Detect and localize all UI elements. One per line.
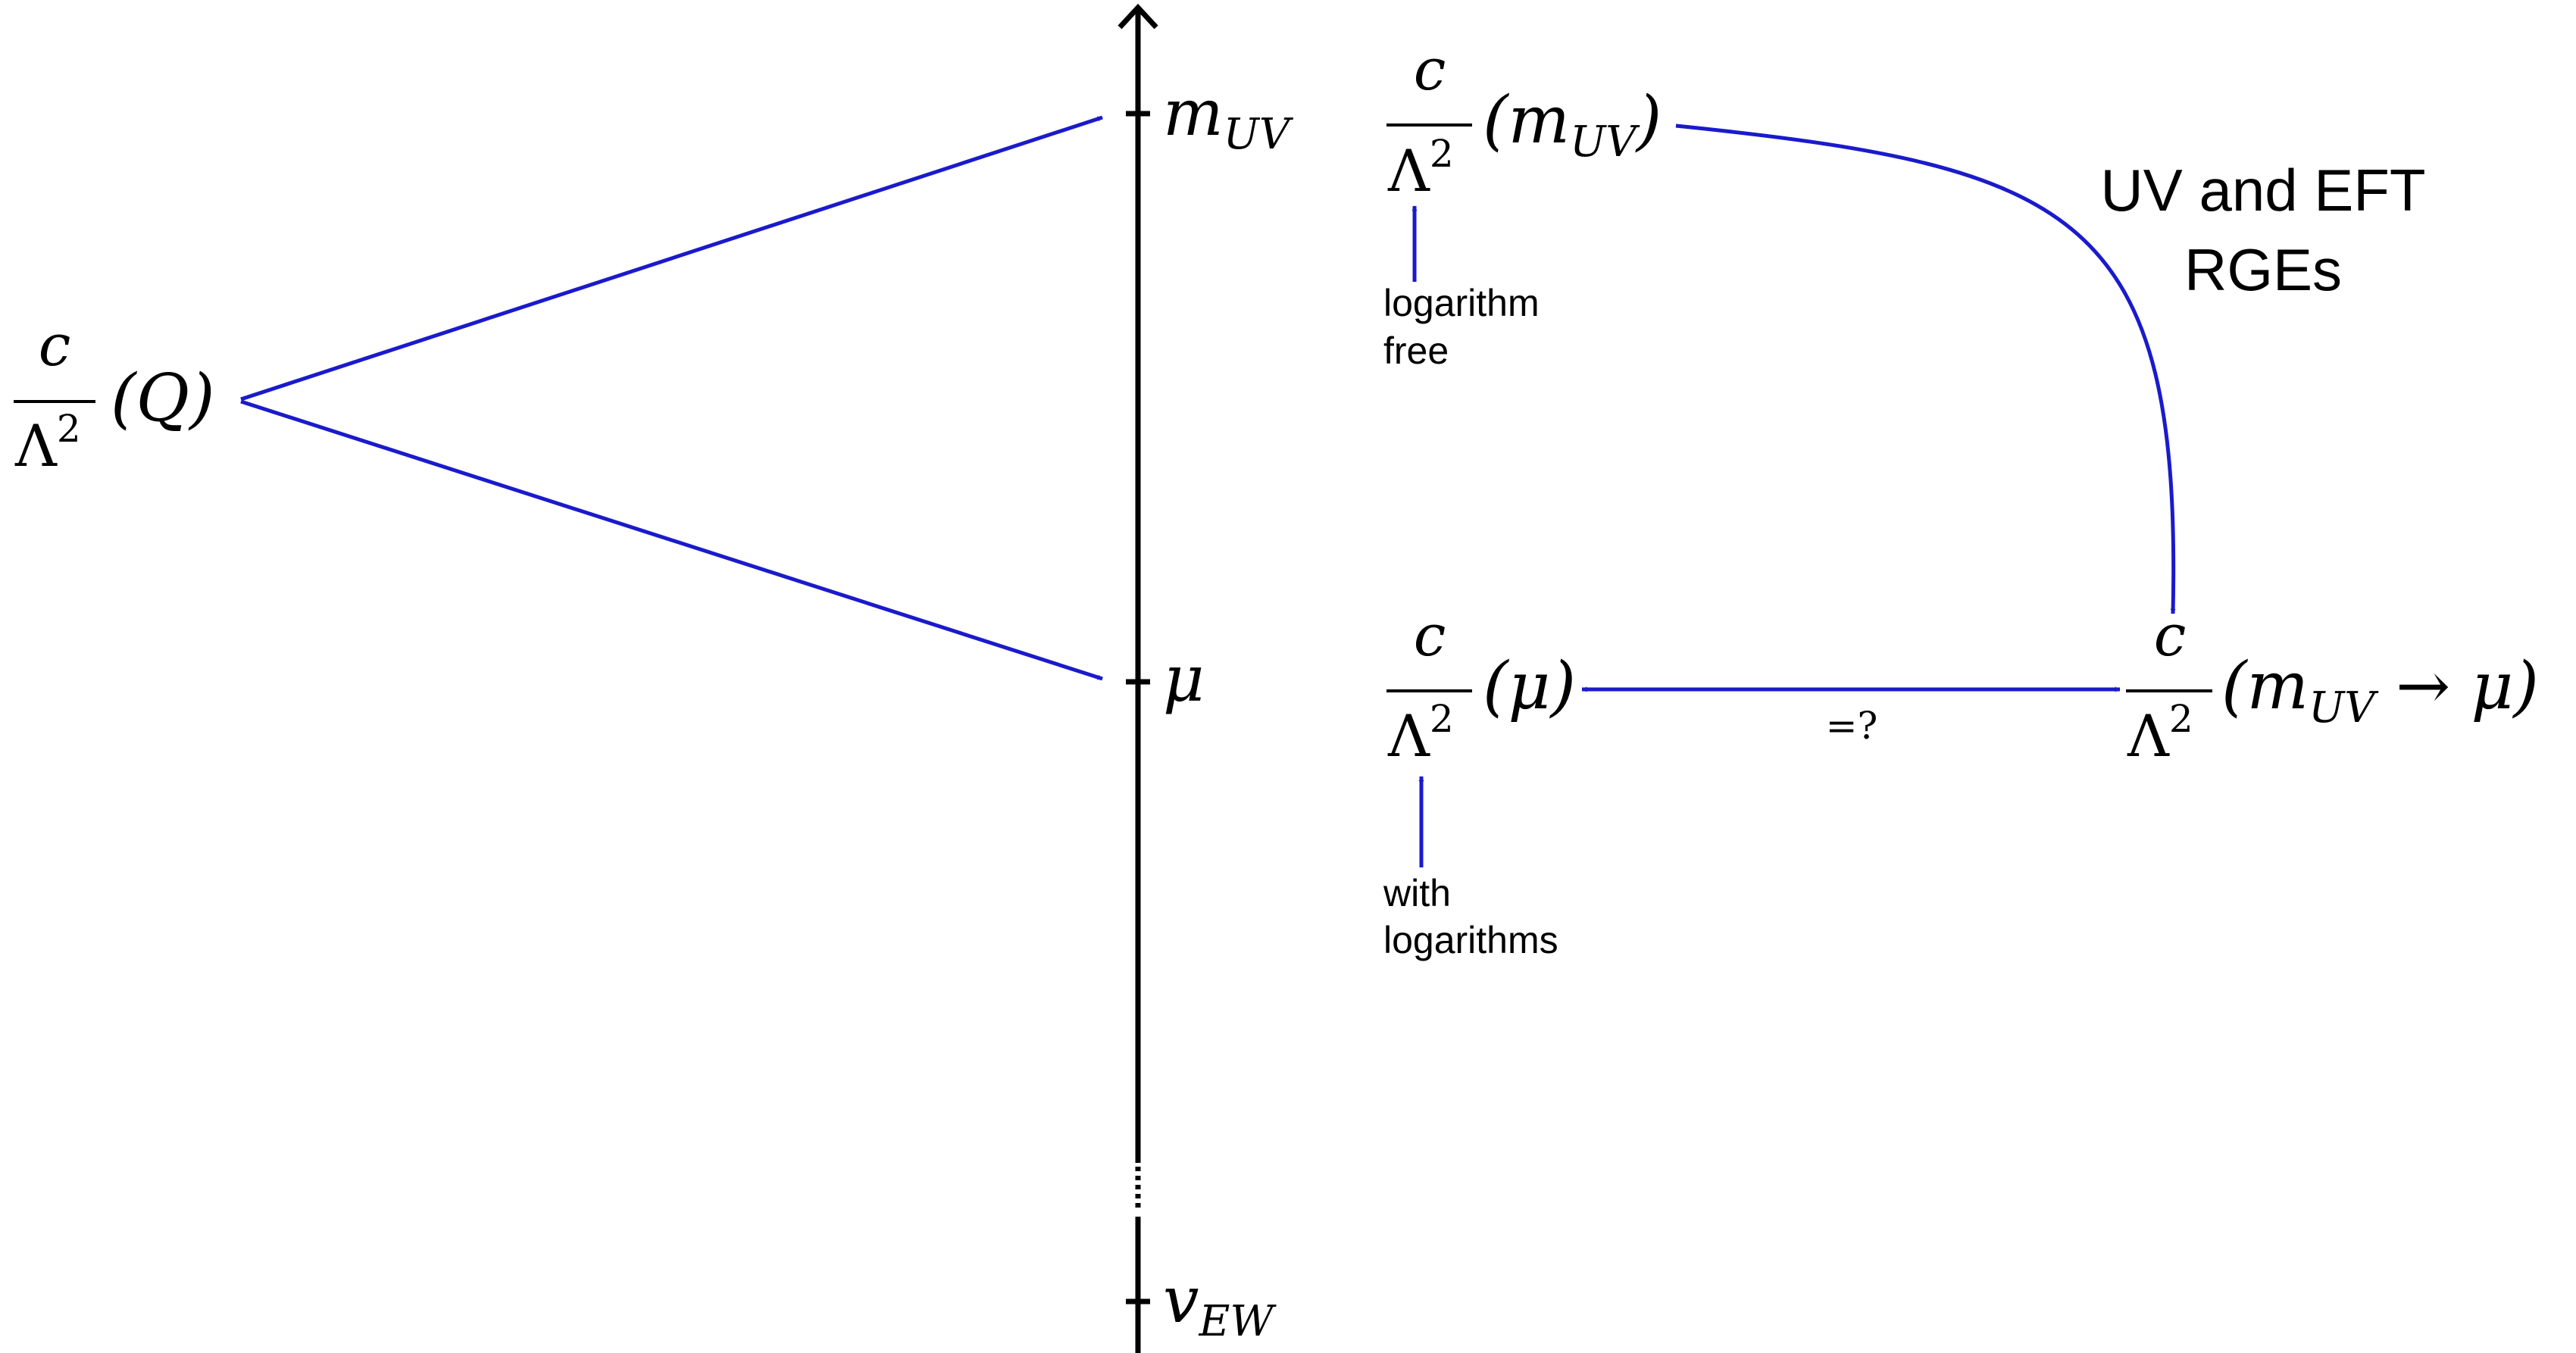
expr-mu-argument: (μ) xyxy=(1483,648,1576,724)
arrow-q-to-mu xyxy=(240,399,1103,681)
expr-mu-denominator: Λ2 xyxy=(1387,697,1454,770)
tick-v-ew-base: v xyxy=(1163,1263,1199,1337)
expr-q-argument: (Q) xyxy=(111,361,215,436)
tick-m-uv-base: m xyxy=(1163,76,1224,150)
axis-arrow-tip xyxy=(1118,3,1158,30)
arrow-rge-running xyxy=(1675,123,2176,614)
label-with-logarithms-line1: with xyxy=(1383,872,1451,914)
expr-muv-lambda: Λ xyxy=(1387,137,1430,205)
label-rge-line1: UV and EFT xyxy=(2100,157,2425,223)
label-rge-line2: RGEs xyxy=(2184,236,2342,303)
expr-muv-arg-close: ) xyxy=(1635,83,1662,158)
expr-evolved-exponent: 2 xyxy=(2169,697,2193,741)
arrows xyxy=(240,115,2176,867)
expr-wilson-coefficient-q: c Λ2 (Q) xyxy=(14,311,215,480)
expr-muv-arg-open: (m xyxy=(1483,83,1570,158)
expr-evolved-arg-open: (m xyxy=(2221,648,2309,724)
label-with-logarithms-line2: logarithms xyxy=(1383,919,1558,961)
tick-v-ew-sub: EW xyxy=(1198,1297,1277,1346)
expr-wilson-coefficient-m-uv: c Λ2 (mUV) xyxy=(1386,36,1662,205)
label-logarithm-free-line1: logarithm xyxy=(1383,282,1540,324)
expr-mu-lambda: Λ xyxy=(1387,702,1430,770)
expr-evolved-arg-rest: → μ) xyxy=(2375,648,2539,724)
expr-muv-argument: (mUV) xyxy=(1483,83,1662,167)
expr-mu-exponent: 2 xyxy=(1430,697,1454,741)
expr-q-lambda: Λ xyxy=(14,412,58,480)
expr-evolved-arg-sub: UV xyxy=(2309,683,2379,733)
expr-muv-exponent: 2 xyxy=(1430,132,1454,176)
label-equality-question: =? xyxy=(1826,704,1878,748)
expr-evolved-argument: (mUV → μ) xyxy=(2221,648,2539,733)
label-logarithm-free-line2: free xyxy=(1383,330,1449,372)
expr-q-numerator: c xyxy=(39,311,71,379)
arrow-q-to-m-uv xyxy=(240,115,1103,402)
expr-evolved-numerator: c xyxy=(2154,602,2187,669)
expr-muv-denominator: Λ2 xyxy=(1387,132,1454,205)
tick-label-m-uv: mUV xyxy=(1163,76,1294,159)
expr-mu-numerator: c xyxy=(1414,602,1446,669)
annotations: logarithm free with logarithms UV and EF… xyxy=(1383,157,2426,961)
expr-q-exponent: 2 xyxy=(57,407,81,451)
tick-m-uv-sub: UV xyxy=(1224,110,1294,159)
expr-q-denominator: Λ2 xyxy=(14,407,81,480)
expr-muv-arg-sub: UV xyxy=(1570,117,1640,167)
tick-label-v-ew: vEW xyxy=(1163,1263,1277,1346)
expr-muv-numerator: c xyxy=(1414,36,1446,103)
expr-evolved-lambda: Λ xyxy=(2127,702,2170,770)
expr-evolved-denominator: Λ2 xyxy=(2127,697,2193,770)
tick-label-mu: μ xyxy=(1163,642,1205,716)
expr-wilson-coefficient-mu: c Λ2 (μ) xyxy=(1386,602,1576,770)
energy-axis: mUV μ vEW xyxy=(1118,3,1294,1353)
expr-wilson-coefficient-evolved: c Λ2 (mUV → μ) xyxy=(2126,602,2539,770)
